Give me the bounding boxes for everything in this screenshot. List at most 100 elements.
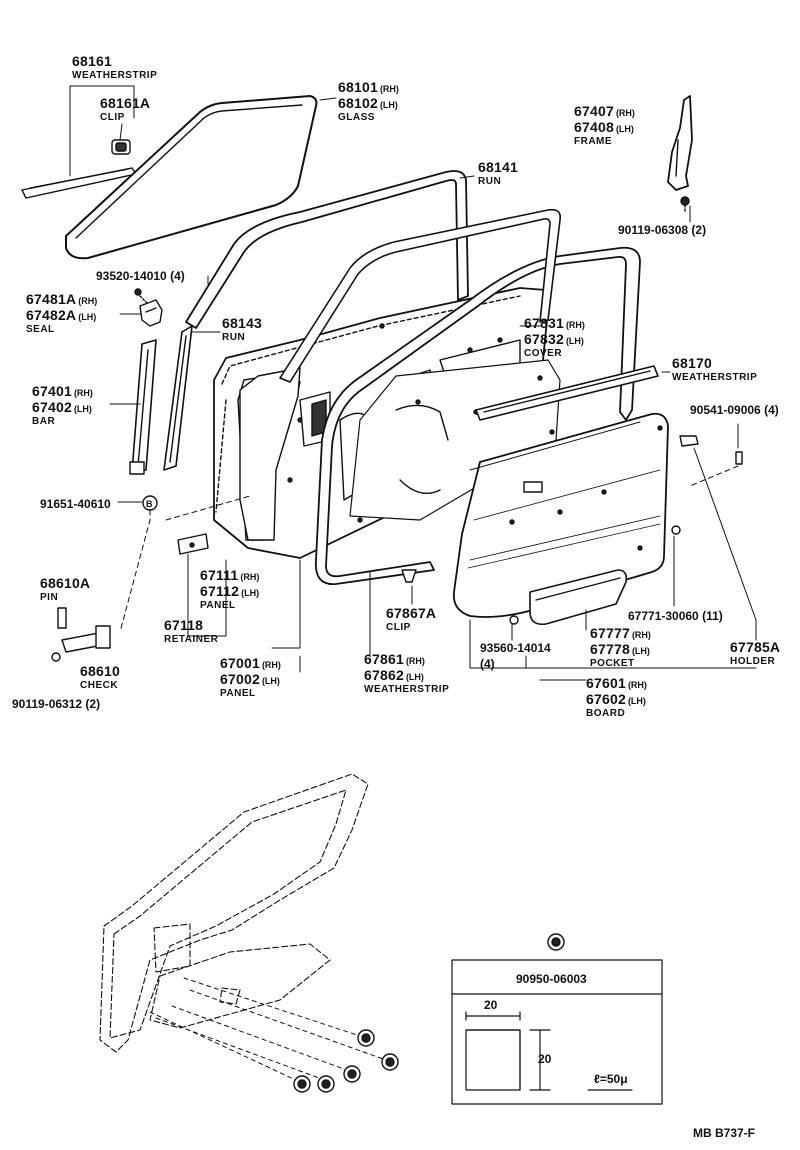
part-number: 90119-06312 (2) <box>12 697 101 711</box>
door-check-68610-shape <box>51 607 111 662</box>
part-number-line: 68161 <box>72 54 157 70</box>
panel-67111-shape <box>239 367 301 541</box>
part-label-90119b: 90119-06312 (2) <box>12 696 100 712</box>
part-number-line: 67602(LH) <box>586 692 647 708</box>
side-suffix: (RH) <box>78 296 98 306</box>
side-suffix: (LH) <box>627 696 646 706</box>
side-suffix: (LH) <box>631 646 650 656</box>
part-number-line: 67402(LH) <box>32 400 93 416</box>
part-name: RUN <box>222 332 246 343</box>
part-label-67001: 67001(RH)67002(LH)PANEL <box>220 656 281 699</box>
part-number: 68143 <box>222 315 262 331</box>
part-number-line: 67001(RH) <box>220 656 281 672</box>
side-suffix: (LH) <box>241 588 260 598</box>
part-number: 67832 <box>524 331 564 347</box>
clip-67771-shape <box>671 525 681 535</box>
part-number: 67867A <box>386 605 437 621</box>
part-number: 68161 <box>72 53 112 69</box>
part-number: 93520-14010 (4) <box>96 269 185 283</box>
part-label-93560: 93560-14014 (4) <box>480 640 551 672</box>
part-label-67407: 67407(RH)67408(LH)FRAME <box>574 104 635 147</box>
part-number-line: 67771-30060 (11) <box>628 608 723 624</box>
side-suffix: (RH) <box>261 660 281 670</box>
part-number: 67482A <box>26 307 77 323</box>
part-number-line: 68610 <box>80 664 120 680</box>
part-label-67401: 67401(RH)67402(LH)BAR <box>32 384 93 427</box>
part-number-line: 90119-06312 (2) <box>12 696 100 712</box>
part-name: WEATHERSTRIP <box>672 372 758 383</box>
part-number: 68101 <box>338 79 378 95</box>
side-suffix: (RH) <box>565 320 585 330</box>
part-name: BAR <box>32 416 56 427</box>
part-number-line: 67481A(RH) <box>26 292 97 308</box>
part-number: 68102 <box>338 95 378 111</box>
run-68141-shape <box>185 170 469 329</box>
part-label-67111: 67111(RH)67112(LH)PANEL <box>200 568 259 611</box>
side-suffix: (LH) <box>78 312 97 322</box>
retainer-67118-shape <box>177 533 209 555</box>
part-number: 67401 <box>32 383 72 399</box>
part-number-line: 67111(RH) <box>200 568 259 584</box>
part-label-67777: 67777(RH)67778(LH)POCKET <box>590 626 651 669</box>
part-number: 67861 <box>364 651 404 667</box>
part-number-line: 90119-06308 (2) <box>618 222 706 238</box>
part-name: WEATHERSTRIP <box>364 684 450 695</box>
part-label-68101: 68101(RH)68102(LH)GLASS <box>338 80 399 123</box>
side-suffix: (LH) <box>261 676 280 686</box>
cover-67831-shape <box>349 359 561 521</box>
window-channel-shape <box>279 208 562 383</box>
part-number: 93560-14014 <box>480 641 551 655</box>
part-number: 67777 <box>590 625 630 641</box>
inset-length-note: ℓ=50μ <box>594 1072 628 1086</box>
part-number-line: 67862(LH) <box>364 668 449 684</box>
part-number: 67862 <box>364 667 404 683</box>
part-number-line: 68143 <box>222 316 262 332</box>
part-number-line: 67407(RH) <box>574 104 635 120</box>
part-number: 67831 <box>524 315 564 331</box>
part-number: 67112 <box>200 583 240 599</box>
reference-door-leaders <box>149 977 387 1083</box>
part-number: 67408 <box>574 119 614 135</box>
part-number-line: 68102(LH) <box>338 96 399 112</box>
part-number: 68170 <box>672 355 712 371</box>
reference-door-outline <box>99 773 369 1053</box>
part-label-67771: 67771-30060 (11) <box>628 608 723 624</box>
seal-67481a-shape <box>134 288 163 327</box>
leader-lines <box>69 85 757 681</box>
part-label-90119a: 90119-06308 (2) <box>618 222 706 238</box>
part-number: (4) <box>480 657 495 671</box>
part-label-90541: 90541-09006 (4) <box>690 402 779 418</box>
part-number-line: 67777(RH) <box>590 626 651 642</box>
part-number: 68161A <box>100 95 151 111</box>
part-number-line: 91651-40610 <box>40 496 111 512</box>
part-number: 68141 <box>478 159 518 175</box>
bar-67401-shape <box>129 339 157 475</box>
part-number: 90119-06308 (2) <box>618 223 707 237</box>
pocket-67777-shape <box>529 569 628 626</box>
part-number-line: 67112(LH) <box>200 584 259 600</box>
svg-text:B: B <box>146 499 153 509</box>
part-number-line: (4) <box>480 656 551 672</box>
side-suffix: (RH) <box>240 572 260 582</box>
part-number-line: 67002(LH) <box>220 672 281 688</box>
inset-dim-height: 20 <box>538 1052 552 1066</box>
part-number: 67001 <box>220 655 260 671</box>
inset-part-number: 90950-06003 <box>516 972 587 986</box>
part-number: 68610A <box>40 575 91 591</box>
part-number-line: 68161A <box>100 96 150 112</box>
part-name: RETAINER <box>164 634 219 645</box>
part-number: 67778 <box>590 641 630 657</box>
frame-67407-shape <box>667 95 693 213</box>
side-suffix: (RH) <box>627 680 647 690</box>
side-suffix: (RH) <box>631 630 651 640</box>
bolt-91651-shape: B <box>142 495 158 511</box>
part-number-line: 68610A <box>40 576 90 592</box>
part-number-line: 90541-09006 (4) <box>690 402 779 418</box>
